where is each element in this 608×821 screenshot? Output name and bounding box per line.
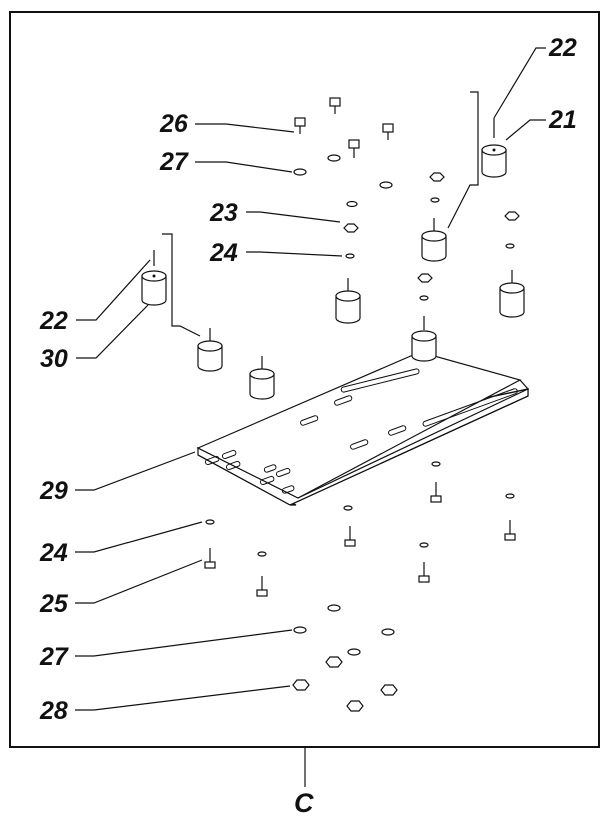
- callout-24-bottom: 24: [39, 539, 68, 567]
- callout-27-top: 27: [159, 148, 189, 176]
- view-label: C: [294, 788, 314, 818]
- callout-21: 21: [548, 106, 577, 134]
- callout-22-left: 22: [39, 307, 68, 335]
- mount-upper-right: [481, 118, 507, 178]
- callout-25: 25: [39, 590, 69, 618]
- callout-26: 26: [159, 110, 189, 138]
- mount-c: [335, 278, 361, 324]
- callout-24-top: 24: [209, 239, 238, 267]
- mount-d: [411, 316, 437, 362]
- mount-a: [421, 218, 447, 262]
- callout-23: 23: [209, 199, 238, 227]
- bracket-right-group: [447, 91, 479, 229]
- mount-f: [249, 356, 275, 400]
- bracket-left-group: [162, 233, 201, 337]
- nuts: [292, 172, 520, 712]
- callout-28: 28: [39, 697, 68, 725]
- mount-b: [499, 270, 525, 318]
- callout-27-bottom: 27: [39, 643, 69, 671]
- washers: [205, 154, 515, 656]
- callout-22-right: 22: [548, 34, 577, 62]
- mount-e: [197, 328, 223, 372]
- mount-left: [141, 250, 167, 306]
- callout-29: 29: [39, 477, 68, 505]
- callout-30: 30: [40, 345, 68, 373]
- base-plate: [196, 351, 530, 506]
- bolts: [204, 97, 516, 597]
- leader-lines: [75, 47, 546, 711]
